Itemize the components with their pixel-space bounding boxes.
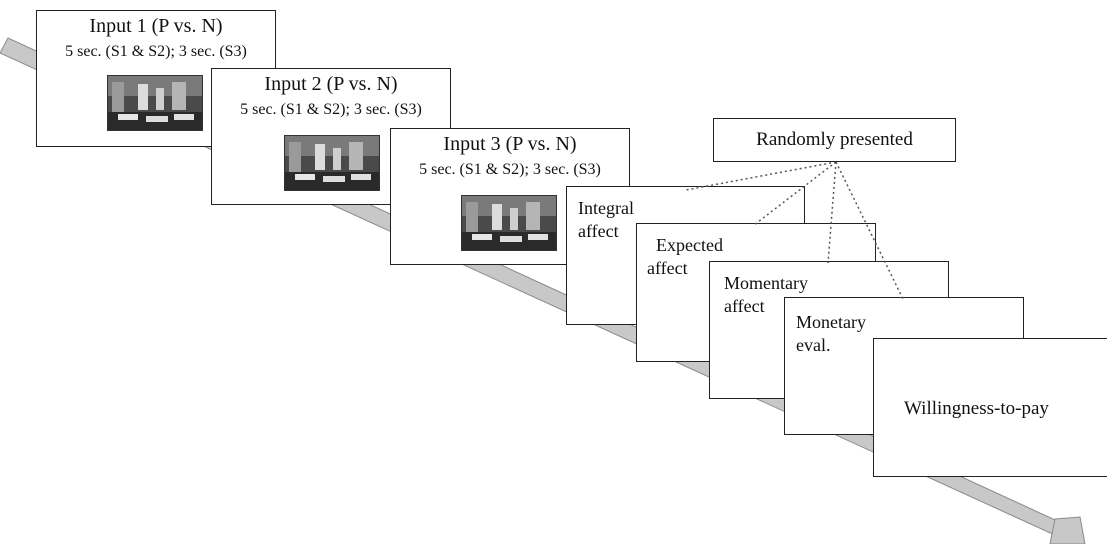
- monetary-eval-line1: Monetary: [796, 312, 866, 332]
- connector-monetary: [835, 161, 904, 300]
- momentary-affect-line1: Momentary: [724, 273, 808, 293]
- integral-affect-label: Integral affect: [578, 197, 634, 243]
- input-1-photo: [107, 75, 203, 131]
- connector-expected: [753, 161, 837, 226]
- input-3-timing: 5 sec. (S1 & S2); 3 sec. (S3): [419, 161, 601, 178]
- willingness-to-pay-label: Willingness-to-pay: [904, 398, 1049, 419]
- arrow-head: [1049, 516, 1086, 544]
- input-1-timing: 5 sec. (S1 & S2); 3 sec. (S3): [65, 43, 247, 60]
- momentary-affect-line2: affect: [724, 296, 765, 316]
- connector-integral: [685, 161, 837, 191]
- input-1-title: Input 1 (P vs. N): [89, 15, 223, 37]
- randomly-presented-box: Randomly presented: [713, 118, 956, 162]
- connector-momentary: [827, 161, 837, 264]
- input-2-photo: [284, 135, 380, 191]
- integral-affect-line1: Integral: [578, 198, 634, 218]
- monetary-eval-line2: eval.: [796, 335, 831, 355]
- willingness-to-pay-card: Willingness-to-pay: [873, 338, 1107, 477]
- momentary-affect-label: Momentary affect: [724, 272, 808, 318]
- integral-affect-line2: affect: [578, 221, 619, 241]
- expected-affect-label: Expected affect: [647, 234, 723, 280]
- expected-affect-line2: affect: [647, 258, 688, 278]
- input-3-photo: [461, 195, 557, 251]
- input-2-timing: 5 sec. (S1 & S2); 3 sec. (S3): [240, 101, 422, 118]
- input-3-title: Input 3 (P vs. N): [443, 133, 577, 155]
- expected-affect-line1: Expected: [656, 235, 723, 255]
- input-1-card: Input 1 (P vs. N) 5 sec. (S1 & S2); 3 se…: [36, 10, 276, 147]
- monetary-eval-label: Monetary eval.: [796, 311, 866, 357]
- input-2-title: Input 2 (P vs. N): [264, 73, 398, 95]
